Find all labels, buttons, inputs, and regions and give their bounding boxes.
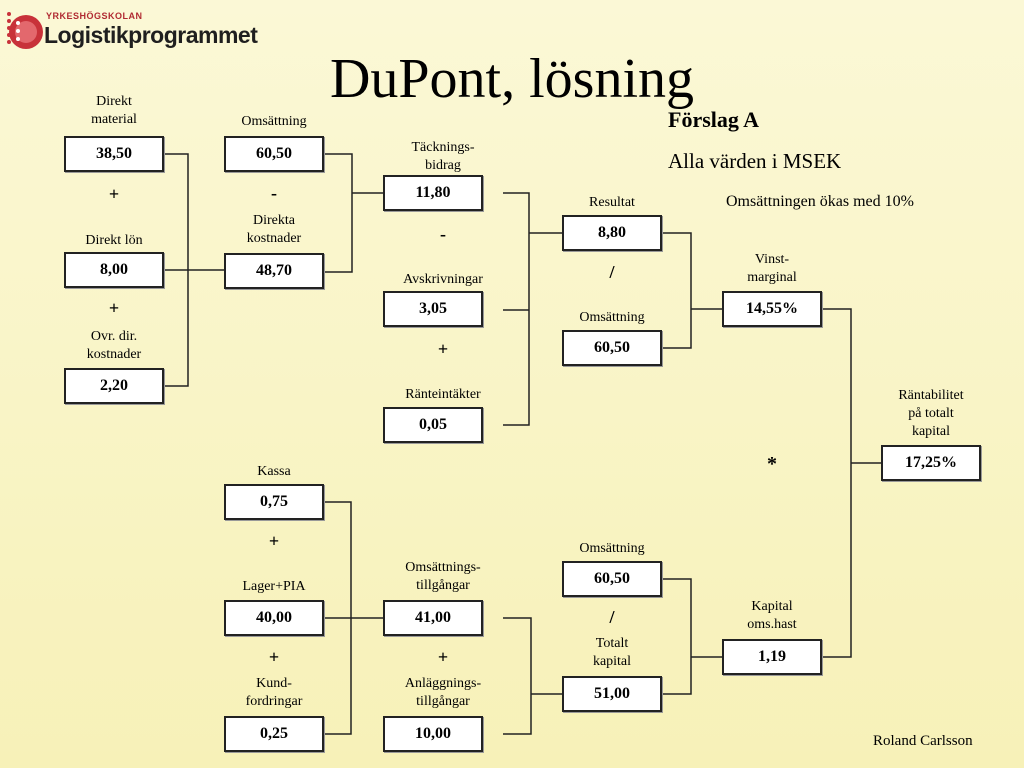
logo: YRKESHÖGSKOLAN Logistikprogrammet [4,8,258,52]
minus-operator: - [440,224,446,244]
omsattning-label: Omsättning [579,310,645,325]
resultat-label: Resultat [589,195,635,210]
plus-operator: + [268,647,280,667]
kapital-oms-hast-label: Kapital oms.hast [747,599,797,632]
scenario-note: Omsättningen ökas med 10% [726,193,914,210]
avskrivningar-label: Avskrivningar [403,272,483,287]
omsattningstillgangar-box: 41,00 [383,600,483,636]
kassa-box: 0,75 [224,484,324,520]
plus-operator: + [268,531,280,551]
omsattningstillgangar-label: Omsättnings- tillgångar [405,560,481,593]
logo-dots-icon [7,12,43,49]
omsattning-box: 60,50 [224,136,324,172]
ovr-dir-kostnader-box: 2,20 [64,368,164,404]
totalt-kapital-label: Totalt kapital [592,636,632,669]
direkta-kostnader-label: Direkta kostnader [246,213,302,246]
logo-small-text: YRKESHÖGSKOLAN [46,11,143,21]
plus-operator: + [108,184,120,204]
anlaggningstillgangar-box: 10,00 [383,716,483,752]
kundfordringar-box: 0,25 [224,716,324,752]
resultat-box: 8,80 [562,215,662,251]
proposal-heading: Förslag A [668,107,760,132]
author-credit: Roland Carlsson [873,733,973,749]
avskrivningar-box: 3,05 [383,291,483,327]
direkt-material-box: 38,50 [64,136,164,172]
direkt-lon-label: Direkt lön [85,233,143,248]
direkt-lon-box: 8,00 [64,252,164,288]
rantabilitet-box: 17,25% [881,445,981,481]
omsattning-box: 60,50 [562,561,662,597]
vinstmarginal-label: Vinst- marginal [747,252,797,285]
plus-operator: + [108,298,120,318]
kapital-oms-hast-box: 1,19 [722,639,822,675]
tackningsbidrag-label: Täcknings- bidrag [411,140,475,173]
divide-operator: / [609,262,615,282]
logo-main-text: Logistikprogrammet [44,22,258,48]
rantabilitet-label: Räntabilitet på totalt kapital [898,388,964,439]
direkt-material-label: Direkt material [91,94,137,127]
direkta-kostnader-box: 48,70 [224,253,324,289]
plus-operator: + [437,647,449,667]
anlaggningstillgangar-label: Anläggnings- tillgångar [404,676,482,709]
kundfordringar-label: Kund- fordringar [245,676,303,709]
currency-note: Alla värden i MSEK [668,149,842,173]
multiply-operator: * [767,453,777,475]
omsattning-label: Omsättning [241,114,307,129]
divide-operator: / [609,607,615,627]
omsattning-label: Omsättning [579,541,645,556]
plus-operator: + [437,339,449,359]
ovr-dir-kostnader-label: Ovr. dir. kostnader [86,329,142,362]
ranteintakter-label: Ränteintäkter [405,387,481,402]
page-title: DuPont, lösning [329,48,695,110]
tackningsbidrag-box: 11,80 [383,175,483,211]
totalt-kapital-box: 51,00 [562,676,662,712]
minus-operator: - [271,183,277,203]
ranteintakter-box: 0,05 [383,407,483,443]
vinstmarginal-box: 14,55% [722,291,822,327]
lager-pia-box: 40,00 [224,600,324,636]
lager-pia-label: Lager+PIA [242,579,306,594]
kassa-label: Kassa [257,464,291,479]
omsattning-box: 60,50 [562,330,662,366]
